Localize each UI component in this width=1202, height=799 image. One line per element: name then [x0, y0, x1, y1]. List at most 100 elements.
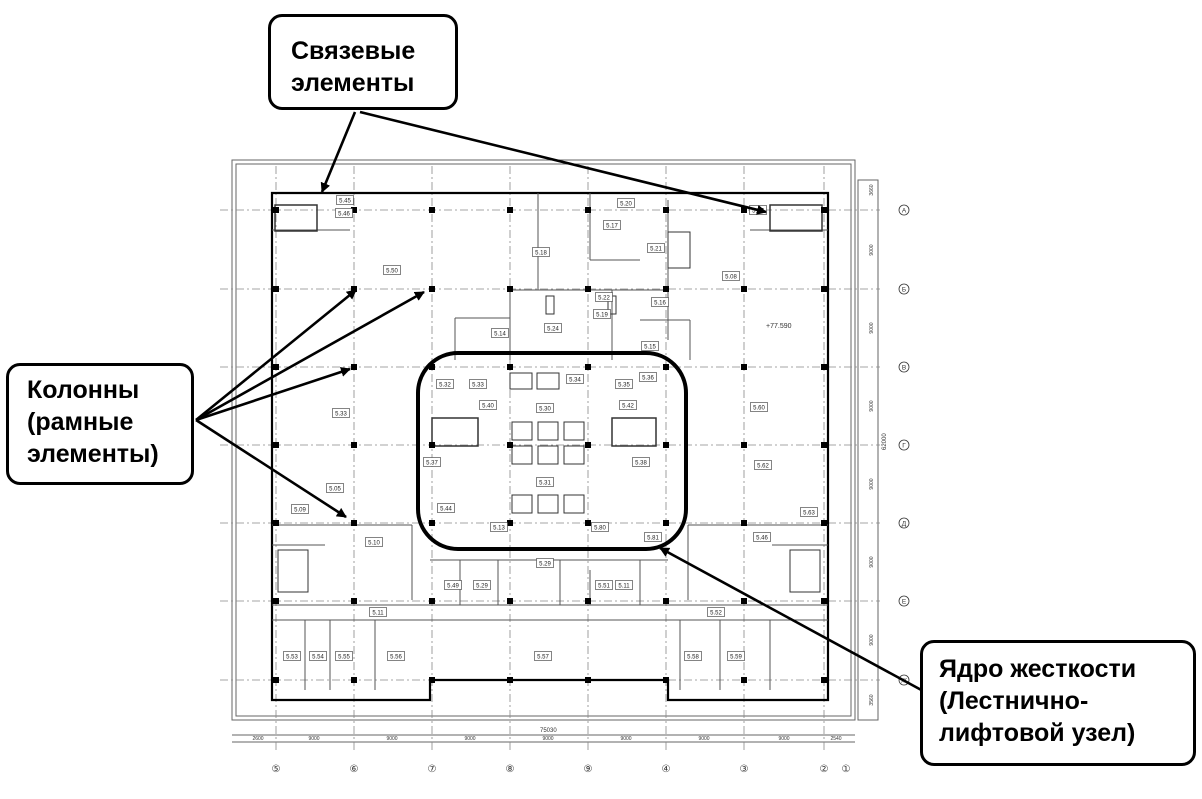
dimension-right: 9000: [869, 244, 875, 255]
pointer-arrows: [195, 110, 926, 694]
axis-bubble-bottom: ⑨: [584, 764, 593, 775]
column: [741, 598, 747, 604]
column: [273, 207, 279, 213]
column: [663, 677, 669, 683]
room-tag: 5.62: [757, 463, 769, 469]
axis-bubble-bottom: ④: [662, 764, 671, 775]
room-tag: 5.33: [472, 382, 484, 388]
room-tag: 5.24: [547, 326, 559, 332]
room-tag: 5.57: [537, 654, 549, 660]
column: [821, 207, 827, 213]
column: [741, 442, 747, 448]
axis-bubble-right: А: [902, 208, 907, 215]
room-tag-box: [423, 457, 441, 467]
column: [507, 598, 513, 604]
column: [741, 520, 747, 526]
room-tag: 5.40: [482, 403, 494, 409]
room-tag-box: [632, 457, 650, 467]
room-tag-box: [722, 271, 740, 281]
column: [585, 286, 591, 292]
axis-bubble-bottom: ③: [740, 764, 749, 775]
room-tag: 5.31: [539, 480, 551, 486]
room-tag: 5.19: [596, 312, 608, 318]
room-tag: 5.20: [620, 201, 632, 207]
room-tag-box: [479, 400, 497, 410]
axis-bubble-right: В: [902, 365, 906, 372]
column: [507, 364, 513, 370]
room-tag-box: [593, 309, 611, 319]
room-tag-box: [309, 651, 327, 661]
room-tag: 5.35: [618, 382, 630, 388]
dimension-bottom: 9000: [778, 736, 789, 742]
column: [821, 598, 827, 604]
interior-partitions: [272, 193, 828, 690]
dimension-right: 9000: [869, 478, 875, 489]
room-tag-box: [387, 651, 405, 661]
dimension-bottom: 9000: [698, 736, 709, 742]
axis-bubble-circle: [898, 595, 910, 607]
room-tag-box: [491, 328, 509, 338]
column: [741, 677, 747, 683]
room-tag: 5.29: [476, 583, 488, 589]
room-tag: 5.53: [286, 654, 298, 660]
room-tag-box: [595, 292, 613, 302]
room-tag: 5.38: [635, 460, 647, 466]
column: [507, 520, 513, 526]
dimension-right: 9000: [869, 400, 875, 411]
room-tag: 5.21: [650, 246, 662, 252]
room-tag: 5.11: [372, 610, 384, 616]
room-tag: 5.42: [622, 403, 634, 409]
room-tag: 5.52: [710, 610, 722, 616]
axis-bubble-right: Б: [902, 287, 906, 294]
room-tag-box: [336, 195, 354, 205]
dimension-right: 9000: [869, 556, 875, 567]
arrow-column-1: [195, 288, 357, 422]
room-tag-box: [651, 297, 669, 307]
column: [663, 286, 669, 292]
column: [507, 286, 513, 292]
column: [507, 207, 513, 213]
column: [585, 207, 591, 213]
column: [821, 442, 827, 448]
column: [821, 677, 827, 683]
column: [273, 677, 279, 683]
column: [429, 442, 435, 448]
axis-bubble-bottom: ②: [820, 764, 829, 775]
plan-frame: [231, 159, 879, 743]
column: [273, 364, 279, 370]
callout-bracing-elements: Связевые элементы: [268, 14, 458, 110]
room-tag-box: [644, 532, 662, 542]
dimension-right: 9000: [869, 634, 875, 645]
room-tag-box: [283, 651, 301, 661]
column: [585, 364, 591, 370]
room-tag: 5.34: [569, 377, 581, 383]
total-height-dimension: 62000: [882, 433, 888, 450]
axis-bubble-bottom: ⑧: [506, 764, 515, 775]
arrow-column-2: [195, 290, 425, 422]
dimension-right: 3560: [869, 694, 875, 705]
room-tag: 5.63: [803, 510, 815, 516]
axis-bubble-bottom: ⑤: [272, 764, 281, 775]
column: [507, 442, 513, 448]
axis-bubble-right: Д: [902, 521, 907, 528]
column: [663, 442, 669, 448]
room-tag-box: [617, 198, 635, 208]
room-tag-box: [335, 208, 353, 218]
room-tag-box: [544, 323, 562, 333]
room-tag: 5.11: [618, 583, 630, 589]
room-tag: 5.45: [339, 198, 351, 204]
room-tag-box: [641, 341, 659, 351]
room-tag-box: [800, 507, 818, 517]
dimension-bottom: 2600: [252, 736, 263, 742]
column: [273, 520, 279, 526]
room-tag-box: [369, 607, 387, 617]
room-tag: 5.80: [594, 525, 606, 531]
room-tag: 5.37: [426, 460, 438, 466]
axis-bubble-circle: [898, 517, 910, 529]
column: [507, 677, 513, 683]
room-tag: 5.49: [447, 583, 459, 589]
room-tag: 5.30: [539, 406, 551, 412]
room-tag: 5.17: [606, 223, 618, 229]
grid-axes: [220, 166, 880, 750]
column: [351, 520, 357, 526]
